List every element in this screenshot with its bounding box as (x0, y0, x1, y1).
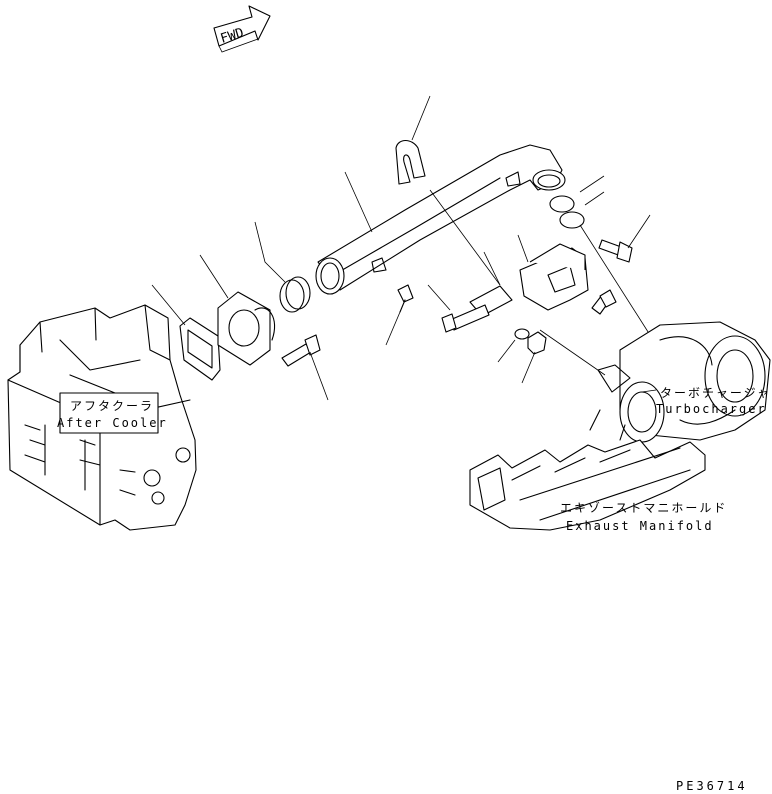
u-clamp (395, 95, 431, 185)
fwd-arrow-icon: FWD (213, 5, 271, 53)
turbocharger: ターボチャージャ Turbocharger (597, 321, 771, 443)
air-pipe (315, 144, 566, 295)
leader-line (429, 189, 501, 286)
turbocharger-label-jp: ターボチャージャ (660, 386, 771, 400)
small-bolt (385, 284, 414, 346)
bolt (281, 334, 329, 401)
nut (521, 331, 547, 384)
bracket-link (469, 251, 513, 317)
fwd-label: FWD (219, 26, 246, 47)
leader-line (579, 224, 651, 336)
hose-clamp (254, 221, 311, 313)
leader-line (539, 329, 606, 376)
flange-elbow (199, 254, 276, 366)
drawing-code: PE36714 (676, 779, 748, 793)
bracket (517, 234, 589, 311)
o-rings (549, 175, 605, 229)
turbo-bolt (591, 214, 651, 315)
washer (497, 328, 530, 363)
turbocharger-label-en: Turbocharger (656, 402, 767, 416)
gasket (151, 284, 221, 381)
exhaust-manifold-label-jp: エキゾーストマニホールド (560, 501, 727, 515)
after-cooler: アフタクーラ After Cooler (7, 304, 197, 531)
after-cooler-label-en: After Cooler (57, 416, 168, 430)
after-cooler-label-jp: アフタクーラ (70, 399, 154, 413)
exhaust-manifold-label-en: Exhaust Manifold (566, 519, 714, 533)
mounting-bolt (427, 284, 490, 333)
exhaust-manifold: エキゾーストマニホールド Exhaust Manifold (469, 409, 727, 533)
